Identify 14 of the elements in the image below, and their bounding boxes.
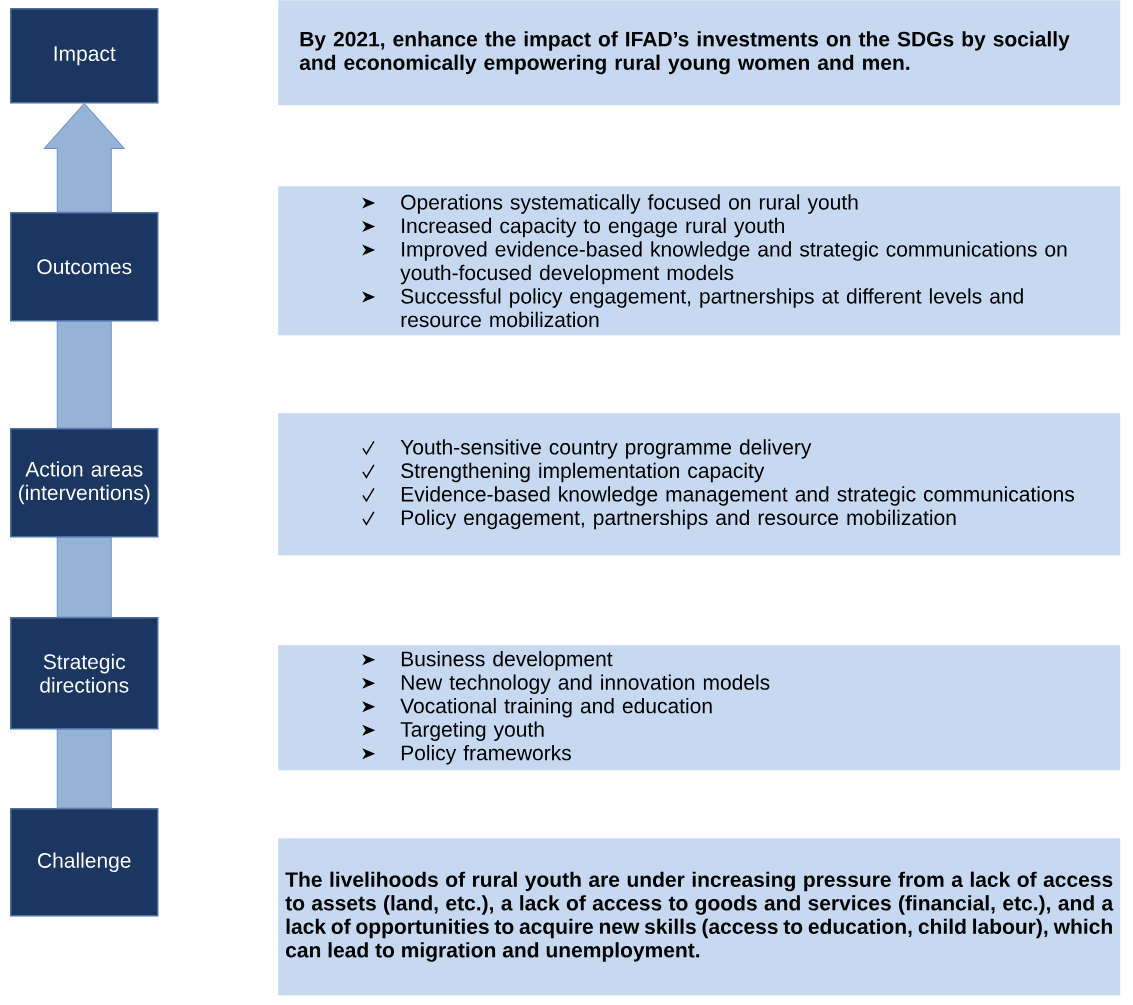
block-arrow [56, 537, 112, 618]
block-arrow [43, 103, 125, 213]
stage-box: Strategic directions [10, 617, 159, 730]
block-arrow [56, 321, 112, 429]
list-panel: Business development New technology and innovation models Vocational training and education Targeting youth Policy frameworks [278, 645, 1121, 771]
list-panel: Youth-sensitive country programme delivery Strengthening implementation capacity Evidence-based knowledge management and strategic communications Policy engagement, partnerships and resource mobilization [278, 413, 1121, 556]
stage-box: Outcomes [10, 212, 159, 322]
statement-panel: The livelihoods of rural youth are under increasing pressure from a lack of access to assets (land, etc.), a lack of access to goods and services (financial, etc.), and a lack of opportunities to acquire new skills (access to education, child labour), which can lead to migration and unemployment. [278, 838, 1121, 996]
block-arrow [56, 729, 112, 809]
stage-box: Challenge [10, 808, 159, 917]
stage-box: Impact [10, 8, 159, 104]
statement-panel: By 2021, enhance the impact of IFAD’s investments on the SDGs by socially and economically empowering rural young women and men. [278, 0, 1121, 106]
list-panel: Operations systematically focused on rural youth Increased capacity to engage rural youth Improved evidence-based knowledge and strategic communications on youth-focused development models Successful policy engagement, partnerships at different levels and resource mobilization [278, 186, 1121, 336]
stage-box: Action areas (interventions) [10, 428, 159, 538]
